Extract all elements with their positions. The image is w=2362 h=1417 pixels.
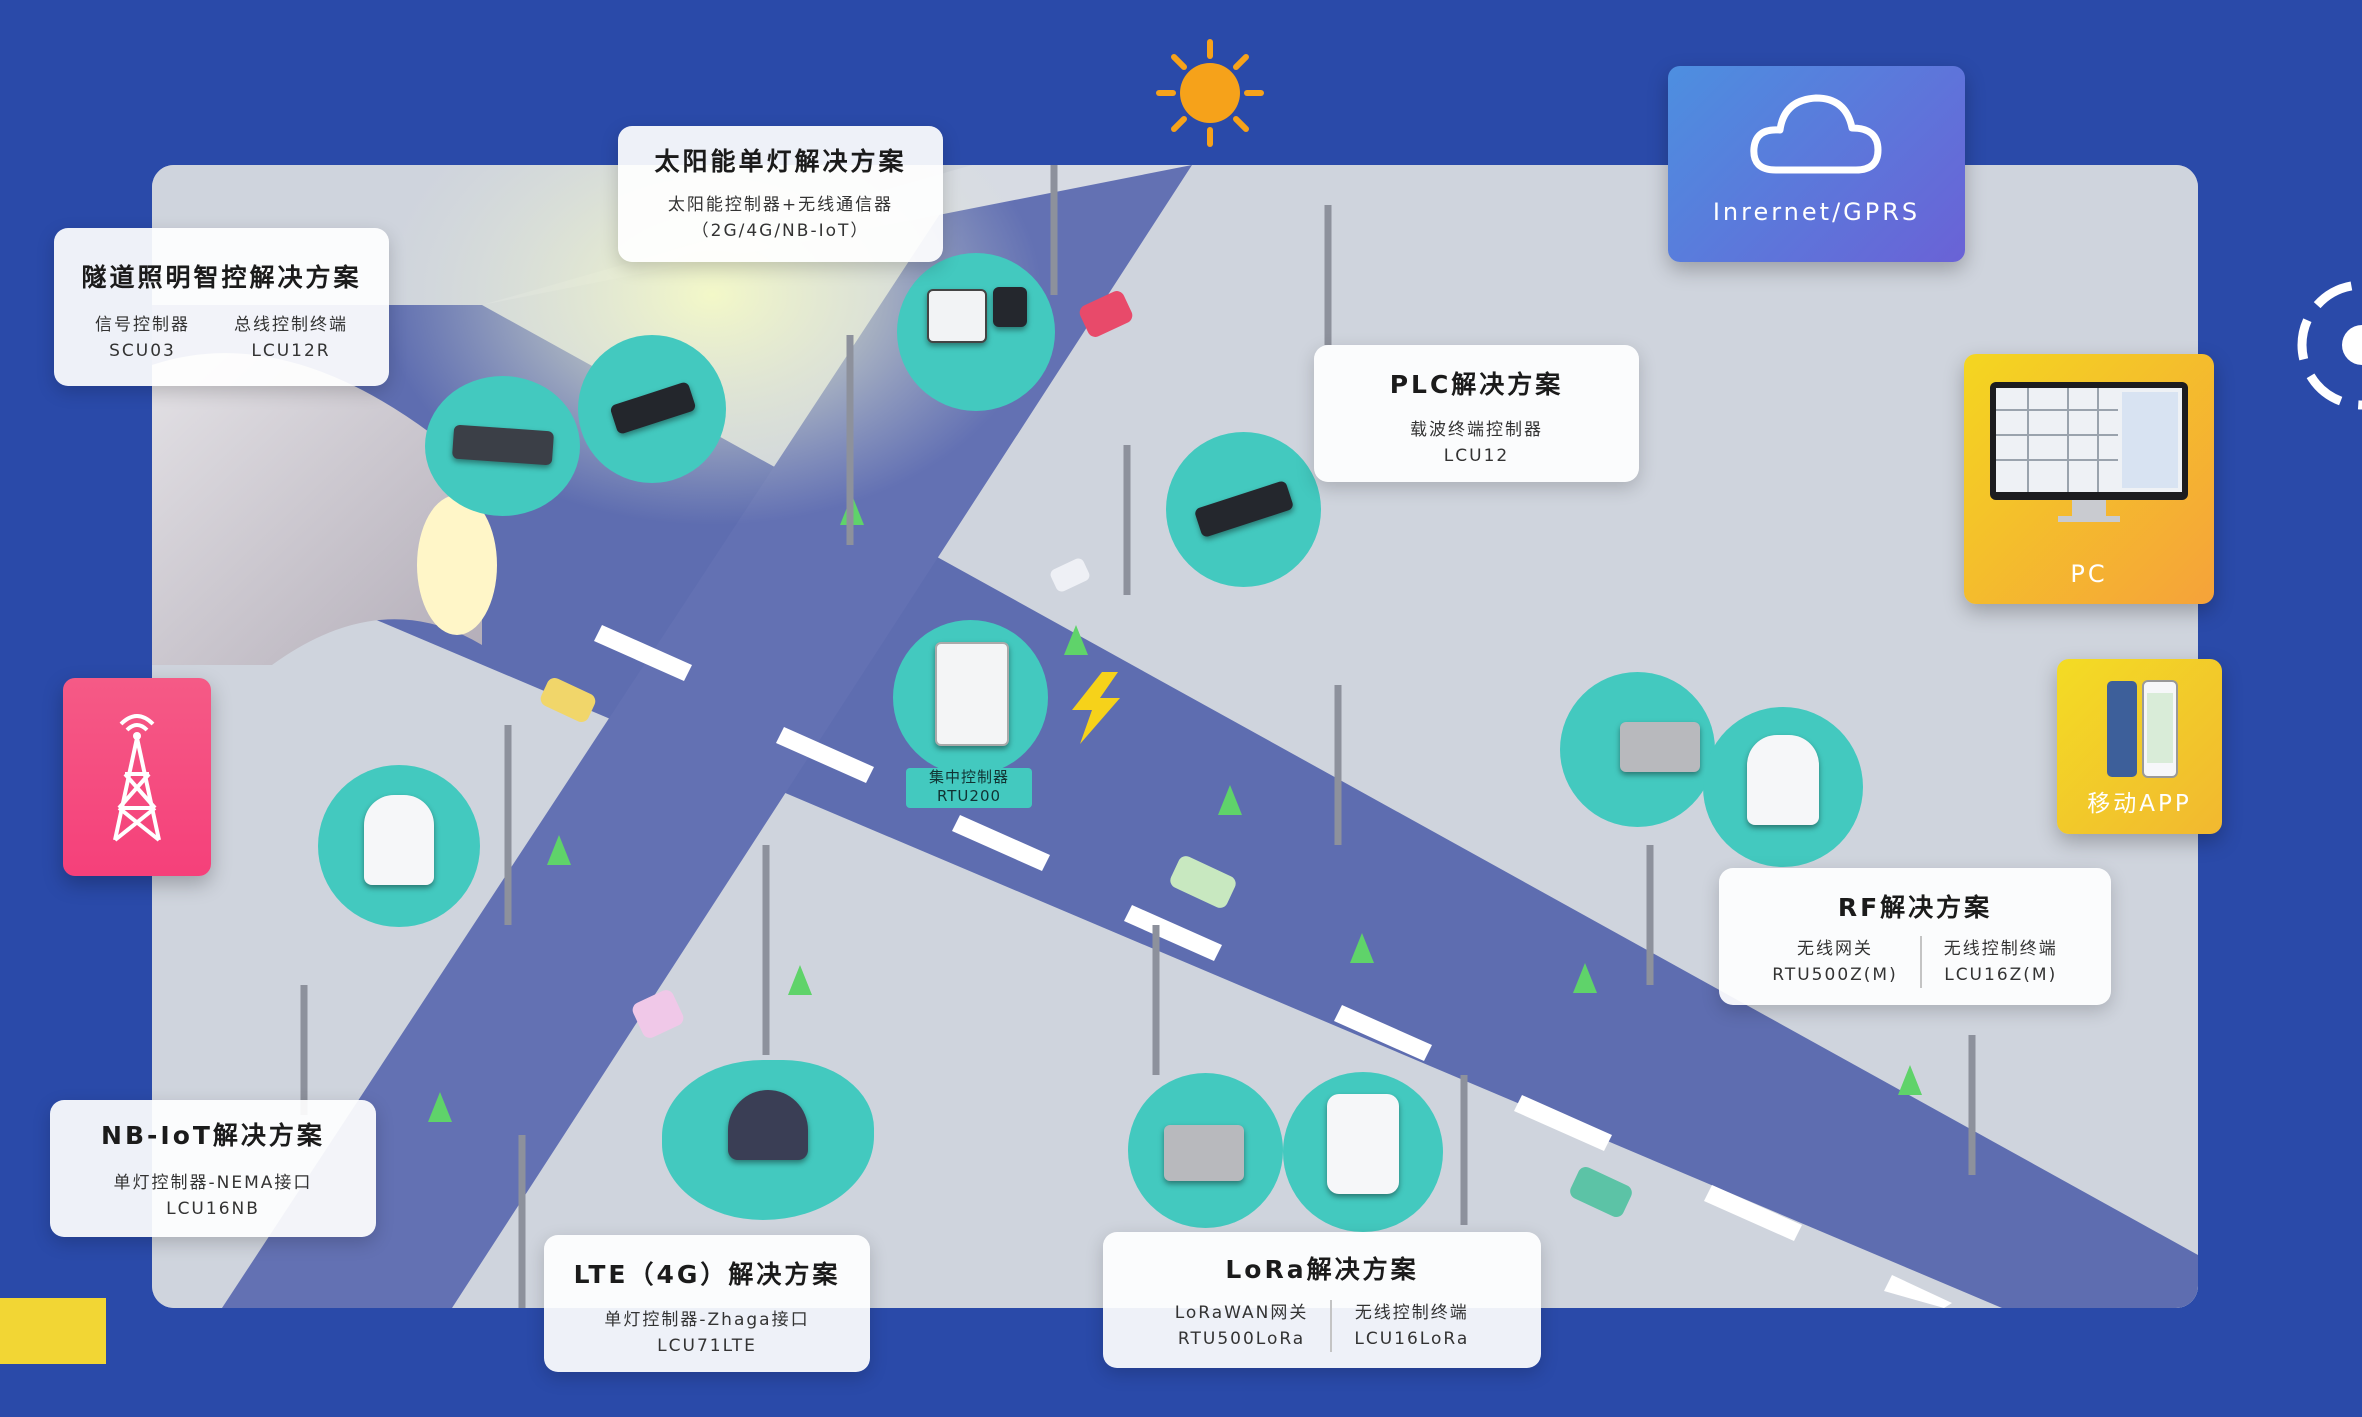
plc-model: LCU12 — [1443, 446, 1510, 466]
sun-icon — [1156, 39, 1264, 147]
device-circle-solar — [897, 253, 1055, 411]
cars — [540, 291, 1632, 1218]
device-circle-rf-gateway — [1560, 672, 1715, 827]
plc-name: 载波终端控制器 — [1410, 420, 1543, 440]
card-lte: LTE（4G）解决方案 单灯控制器-Zhaga接口 LCU71LTE — [544, 1235, 870, 1372]
internet-gprs-label: Inrernet/GPRS — [1712, 198, 1921, 226]
tile-pc: PC — [1964, 354, 2214, 604]
device-circle-tunnel-signal — [425, 376, 580, 516]
cloud-icon — [1750, 94, 1882, 174]
card-tunnel-title: 隧道照明智控解决方案 — [81, 263, 362, 292]
rf-right-model: LCU16Z(M) — [1944, 965, 2058, 985]
nbiot-model: LCU16NB — [166, 1199, 260, 1219]
tile-signal-tower — [63, 678, 211, 876]
lte-name: 单灯控制器-Zhaga接口 — [604, 1310, 810, 1330]
lightning-icon — [1072, 672, 1120, 744]
lora-left-model: RTU500LoRa — [1177, 1329, 1306, 1349]
device-circle-nbiot — [318, 765, 480, 927]
tunnel-right-name: 总线控制终端 — [234, 315, 348, 335]
device-circle-plc — [1166, 432, 1321, 587]
device-circle-rf-terminal — [1703, 707, 1863, 867]
lora-left-name: LoRaWAN网关 — [1174, 1303, 1309, 1323]
card-nbiot-title: NB-IoT解决方案 — [101, 1121, 325, 1150]
device-circle-lora-gateway — [1128, 1073, 1283, 1228]
device-circle-lte — [662, 1060, 874, 1220]
nbiot-name: 单灯控制器-NEMA接口 — [113, 1173, 313, 1193]
street-lamps — [300, 165, 1976, 1308]
card-solar-title: 太阳能单灯解决方案 — [654, 147, 907, 176]
lte-model: LCU71LTE — [657, 1336, 757, 1356]
card-nbiot: NB-IoT解决方案 单灯控制器-NEMA接口 LCU16NB — [50, 1100, 376, 1237]
solar-line1: 太阳能控制器+无线通信器 — [667, 195, 894, 215]
card-lte-title: LTE（4G）解决方案 — [573, 1260, 841, 1289]
monitor-icon — [1990, 382, 2188, 522]
tunnel — [152, 353, 482, 665]
phone-icon — [2107, 680, 2178, 778]
card-rf-title: RF解决方案 — [1837, 893, 1993, 922]
ring-decoration — [2297, 280, 2362, 410]
pc-label: PC — [2070, 560, 2108, 588]
card-tunnel-lighting: 隧道照明智控解决方案 信号控制器 SCU03 总线控制终端 LCU12R — [54, 228, 389, 386]
tunnel-left-name: 信号控制器 — [95, 315, 190, 335]
lane-markings — [594, 625, 1952, 1308]
card-plc: PLC解决方案 载波终端控制器 LCU12 — [1314, 345, 1639, 482]
rf-right-name: 无线控制终端 — [1943, 939, 2058, 959]
rtu-name: 集中控制器 — [928, 768, 1009, 786]
yellow-accent-block — [0, 1298, 106, 1364]
tunnel-entrance — [417, 495, 497, 635]
rf-left-model: RTU500Z(M) — [1772, 965, 1898, 985]
solar-line2: （2G/4G/NB-IoT） — [691, 221, 870, 241]
device-circle-tunnel-bus — [578, 335, 726, 483]
signal-tower-icon — [113, 714, 161, 842]
rtu-label: 集中控制器 RTU200 — [906, 768, 1032, 808]
tile-mobile-app: 移动APP — [2057, 659, 2222, 834]
tile-internet-gprs: Inrernet/GPRS — [1668, 66, 1965, 262]
device-circle-lora-terminal — [1283, 1072, 1443, 1232]
card-lora: LoRa解决方案 LoRaWAN网关 RTU500LoRa 无线控制终端 LCU16… — [1103, 1232, 1541, 1368]
rtu-model: RTU200 — [936, 787, 1002, 805]
rf-left-name: 无线网关 — [1797, 939, 1873, 959]
mobile-app-label: 移动APP — [2087, 791, 2192, 817]
card-rf: RF解决方案 无线网关 RTU500Z(M) 无线控制终端 LCU16Z(M) — [1719, 868, 2111, 1005]
device-circle-rtu — [893, 620, 1048, 775]
card-plc-title: PLC解决方案 — [1389, 370, 1564, 399]
lora-right-model: LCU16LoRa — [1354, 1329, 1470, 1349]
tunnel-right-model: LCU12R — [251, 341, 331, 361]
trees — [428, 495, 1922, 1122]
card-lora-title: LoRa解决方案 — [1225, 1255, 1419, 1284]
main-road — [152, 305, 2198, 1308]
card-solar: 太阳能单灯解决方案 太阳能控制器+无线通信器 （2G/4G/NB-IoT） — [618, 126, 943, 262]
lora-right-name: 无线控制终端 — [1354, 1303, 1469, 1323]
tunnel-left-model: SCU03 — [109, 341, 176, 361]
